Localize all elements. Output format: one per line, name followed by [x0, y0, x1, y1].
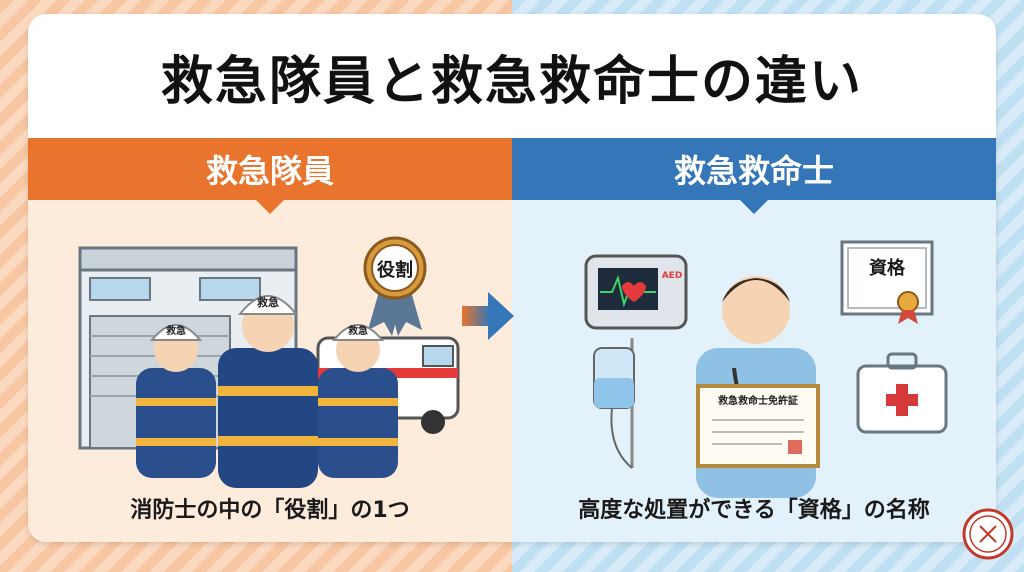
caption-emt: 消防士の中の「役割」の1つ: [130, 498, 410, 523]
crew-member-center-icon: 救急: [218, 295, 318, 488]
certificate-label: 資格: [869, 257, 906, 279]
heading-emt: 救急隊員: [205, 152, 334, 190]
role-badge-label: 役割: [377, 259, 413, 281]
heading-paramedic: 救急救命士: [673, 152, 834, 190]
banner-paramedic: 救急救命士: [512, 138, 996, 200]
crew-member-right-icon: 救急: [318, 324, 398, 478]
banner-emt: 救急隊員: [28, 138, 512, 200]
crew-member-left-icon: 救急: [136, 324, 216, 478]
infographic-card: 救急隊員と救急救命士の違い 救急隊員: [28, 14, 996, 542]
arrow-right-icon: [462, 292, 514, 340]
caption-paramedic: 高度な処置ができる「資格」の名称: [578, 498, 930, 523]
banner-notch: [256, 200, 284, 214]
helmet-label: 救急: [166, 324, 186, 337]
logo-seal-icon: [962, 508, 1014, 560]
paramedic-illustration: AED 救急救命士免許証: [584, 240, 948, 498]
aed-monitor-icon: AED: [584, 254, 688, 330]
emt-illustration: 役割 救急 救急: [78, 236, 460, 488]
license-label: 救急救命士免許証: [718, 394, 798, 407]
qualification-certificate-icon: 資格: [840, 240, 934, 324]
iv-drip-icon: [593, 338, 635, 469]
panel-emt: 救急隊員: [28, 138, 512, 542]
first-aid-kit-icon: [856, 352, 948, 434]
role-badge-icon: 役割: [363, 236, 427, 336]
license-certificate-icon: 救急救命士免許証: [696, 384, 820, 468]
helmet-label: 救急: [257, 295, 279, 309]
banner-notch: [740, 200, 768, 214]
helmet-label: 救急: [348, 324, 368, 337]
aed-label: AED: [662, 271, 683, 281]
page-title: 救急隊員と救急救命士の違い: [160, 51, 863, 112]
panel-paramedic: 救急救命士 AED: [512, 138, 996, 542]
